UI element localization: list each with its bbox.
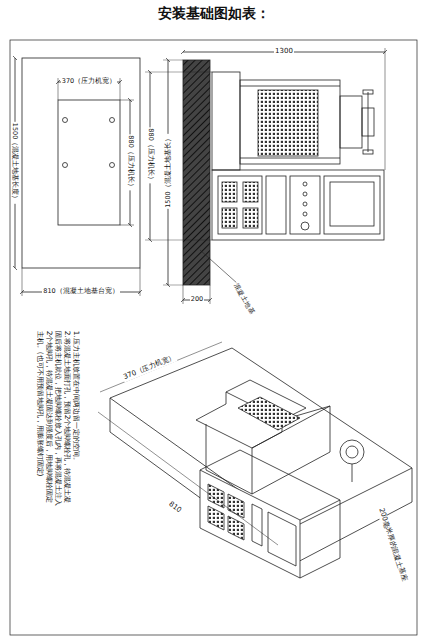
- dimension-label: 880（压力机长）: [146, 128, 153, 184]
- dimension-label: 370（压力机宽）: [122, 354, 178, 383]
- note-text: 1.压力主机放置在中间两边留一定的空间。: [72, 331, 81, 509]
- notes-block: 1.压力主机放置在中间两边留一定的空间。2.将混凝土地面打孔，预留2个地脚螺栓孔…: [35, 331, 81, 509]
- callout-label: 混凝土地基: [231, 282, 256, 318]
- note-text: 2.将混凝土地面打孔，预留2个地脚螺栓孔，待混凝土凝固后将主机就位，把地脚螺栓放…: [35, 331, 71, 509]
- dimension-label: 810: [167, 500, 184, 515]
- dimension-label: 200: [190, 296, 204, 303]
- dimension-label: 1300: [274, 48, 294, 56]
- dimension-label: 810（混凝土地基台宽）: [42, 288, 119, 295]
- dimension-label: 1500（混凝土地基长）: [164, 135, 171, 210]
- dimension-label: 370（压力机宽）: [61, 78, 117, 85]
- page-title: 安装基础图如表：: [158, 5, 270, 23]
- callout-label: 200毫米厚的混凝土基座: [376, 507, 408, 584]
- dimension-label: 880（压力机长）: [126, 135, 133, 191]
- dimension-label: 1500（混凝土地基长度）: [11, 122, 18, 204]
